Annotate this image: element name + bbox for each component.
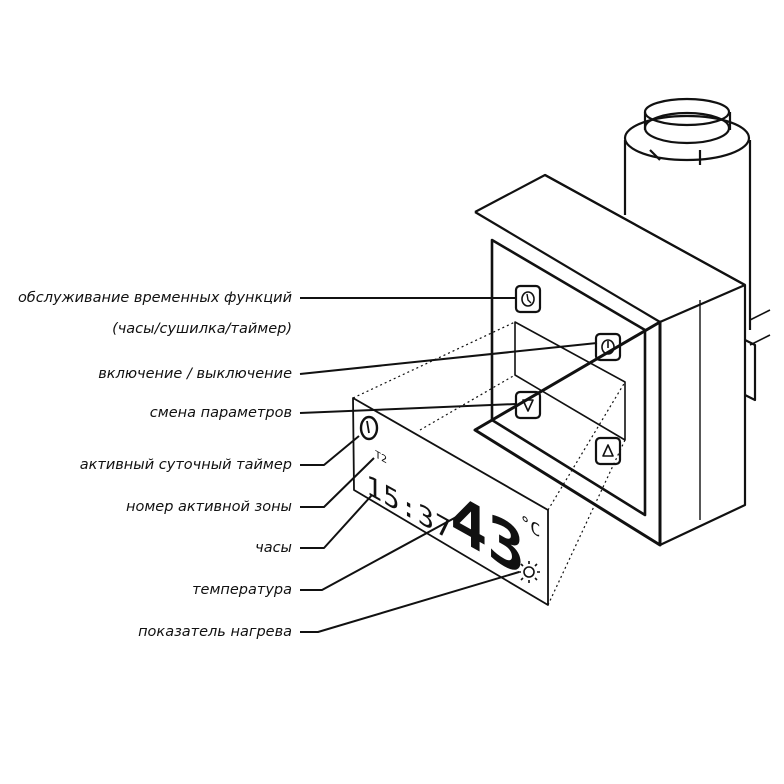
label-zone-number: номер активной зоны — [126, 499, 292, 515]
label-change-params: смена параметров — [149, 405, 292, 421]
display-panel — [352, 397, 549, 606]
label-daily-timer: активный суточный таймер — [79, 457, 292, 473]
label-temperature: температура — [192, 582, 292, 598]
label-on-off: включение / выключение — [98, 366, 292, 382]
label-clock: часы — [255, 540, 292, 556]
heater-pipe — [623, 97, 771, 402]
label-time-functions-sub: (часы/сушилка/таймер) — [112, 321, 292, 337]
sun-heat-icon — [518, 561, 540, 583]
button-clock[interactable] — [514, 284, 542, 314]
leader-lines — [299, 297, 598, 633]
label-time-functions: обслуживание временных функций — [17, 290, 292, 306]
button-up[interactable] — [594, 436, 622, 466]
label-heat-indicator: показатель нагрева — [138, 624, 292, 640]
button-power[interactable] — [594, 332, 622, 362]
daily-timer-icon — [359, 415, 379, 441]
